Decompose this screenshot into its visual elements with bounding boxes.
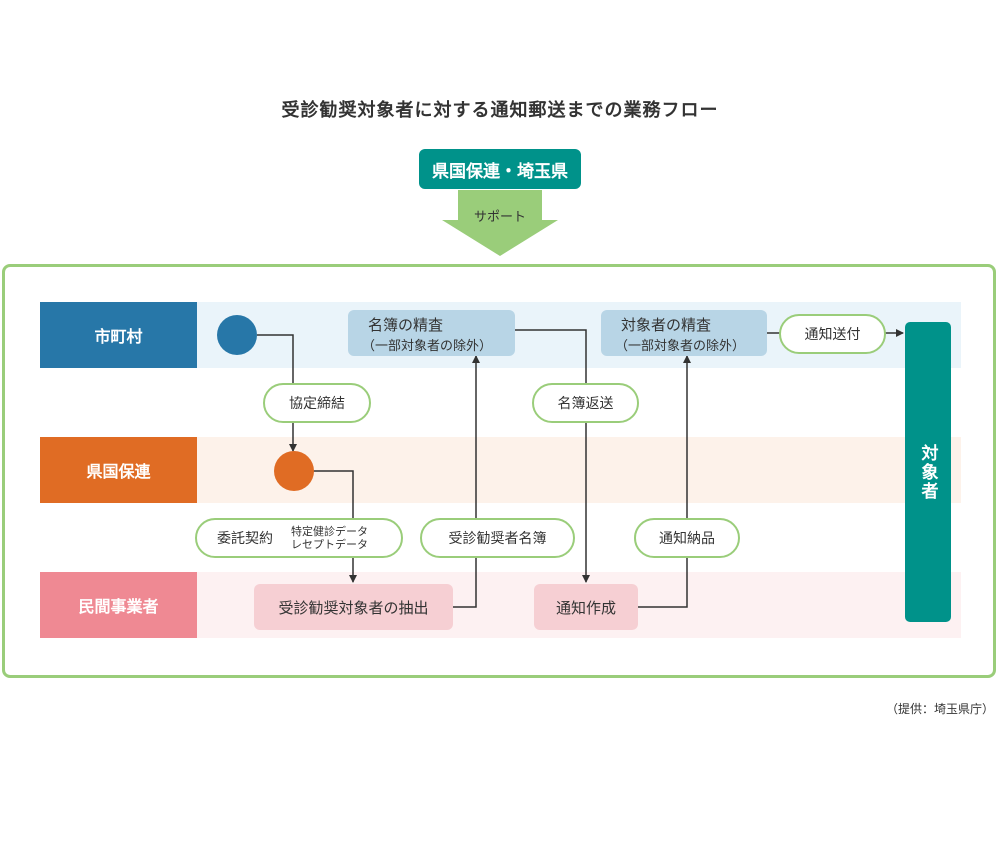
lane-label-vendor: 民間事業者 (40, 572, 197, 638)
flow-agreement: 協定締結 (263, 383, 371, 423)
diagram-title: 受診勧奨対象者に対する通知郵送までの業務フロー (281, 100, 719, 121)
lane-label-municipality: 市町村 (40, 302, 197, 368)
lane-label-kokuhoren: 県国保連 (40, 437, 197, 503)
process-target-review-title: 対象者の精査 (621, 316, 712, 334)
start-node-kokuhoren (274, 451, 314, 491)
process-meibo-review-title: 名簿の精査 (368, 316, 444, 334)
start-node-municipality (217, 315, 257, 355)
flow-frame (2, 264, 996, 678)
flow-notice-delivery: 通知納品 (634, 518, 740, 558)
support-arrow (442, 190, 558, 256)
flow-notice-send: 通知送付 (779, 314, 886, 354)
target-recipients-label: 対象者 (917, 443, 938, 501)
process-notice-creation: 通知作成 (534, 584, 638, 630)
flow-contract-data: 特定健診データ レセプトデータ (291, 525, 368, 551)
process-meibo-review: 名簿の精査 （一部対象者の除外） (348, 310, 515, 356)
target-recipients: 対象者 (905, 322, 951, 622)
process-target-review-note: （一部対象者の除外） (615, 339, 746, 354)
support-label: サポート (473, 210, 526, 225)
image-credit: （提供：埼玉県庁） (885, 702, 994, 716)
flow-recommendation-list: 受診勧奨者名簿 (420, 518, 575, 558)
flow-contract-label: 委託契約 (217, 531, 273, 547)
lane-bg-kokuhoren (197, 437, 961, 503)
process-extraction: 受診勧奨対象者の抽出 (254, 584, 453, 630)
flow-list-return: 名簿返送 (532, 383, 639, 423)
process-target-review: 対象者の精査 （一部対象者の除外） (601, 310, 767, 356)
support-org-box: 県国保連・埼玉県 (419, 149, 581, 189)
flow-contract-data-receipt: レセプトデータ (291, 538, 368, 551)
process-meibo-review-note: （一部対象者の除外） (362, 339, 493, 354)
flow-contract: 委託契約 特定健診データ レセプトデータ (195, 518, 403, 558)
flow-contract-data-health: 特定健診データ (291, 525, 368, 538)
